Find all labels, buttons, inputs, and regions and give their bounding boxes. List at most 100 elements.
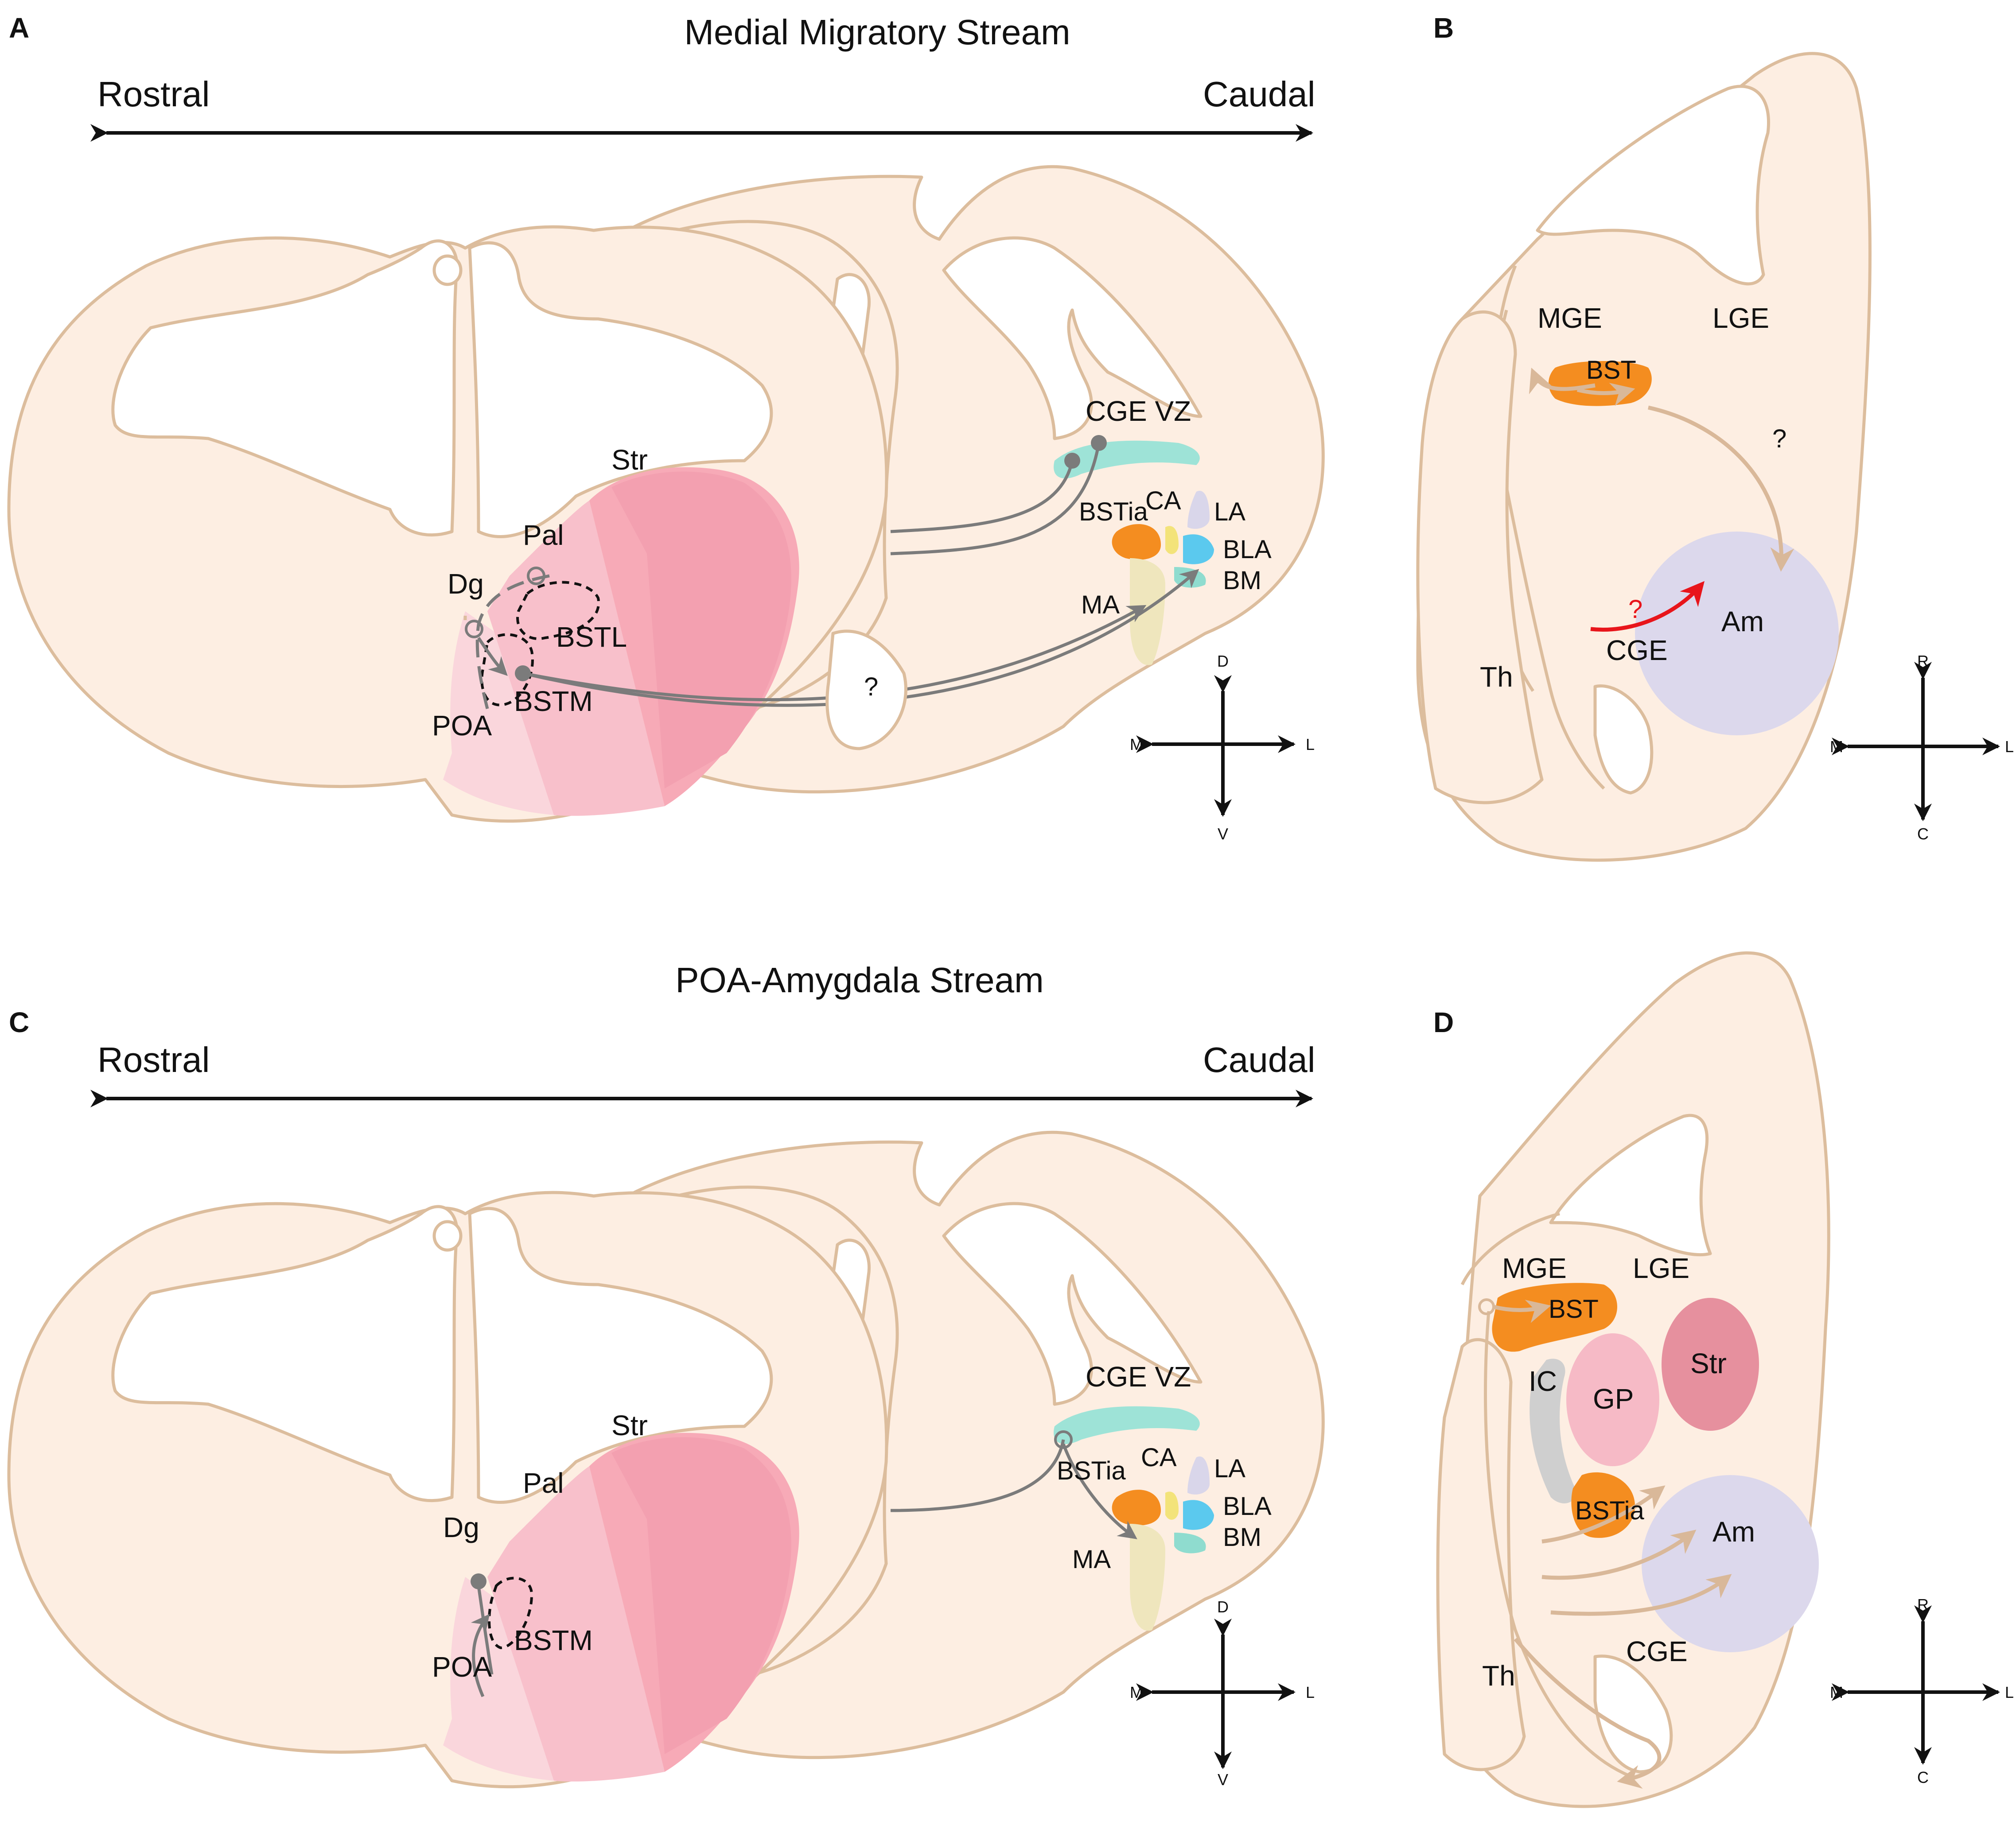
panel-a-label-str: Str: [611, 444, 648, 476]
panel-b-compass-m: M: [1830, 738, 1843, 756]
panel-a-cge-origin-1: [1064, 453, 1080, 469]
panel-c-left-ventricle: [111, 1205, 459, 1503]
panel-c-bstia: [1112, 1490, 1161, 1526]
panel-c-compass-m: M: [1130, 1683, 1143, 1701]
panel-a-compass-d: D: [1217, 652, 1229, 670]
panel-c-pal-region: [487, 1466, 665, 1782]
panel-b-compass-l: L: [2005, 738, 2014, 756]
panel-a-bla: [1183, 534, 1214, 564]
panel-a-pal-region: [487, 501, 665, 816]
panel-a-cge-path-1: [890, 460, 1074, 533]
panel-a-pal-origin: [527, 567, 545, 585]
panel-a-label-dg: Dg: [448, 568, 484, 600]
panel-d-label-lge: LGE: [1633, 1252, 1689, 1284]
panel-b-cge-to-am-red-arrow: [1590, 581, 1705, 632]
panel-d-label-str: Str: [1690, 1347, 1727, 1379]
panel-c-label-poa: POA: [432, 1651, 492, 1683]
panel-d-label-ic: IC: [1529, 1365, 1557, 1397]
panel-a-midline-hole: [432, 254, 463, 286]
panel-b-label-cge: CGE: [1606, 634, 1668, 666]
panel-a-striatum-core: [611, 471, 791, 788]
panel-a-label-bstia: BSTia: [1079, 497, 1148, 526]
panel-a-bstia: [1112, 524, 1161, 560]
panel-a-question-mark: ?: [864, 672, 878, 701]
panel-a-label-poa: POA: [432, 710, 492, 742]
panel-a-compass: D V M L: [1130, 652, 1315, 843]
panel-d-compass-r: R: [1917, 1596, 1929, 1614]
panel-c-dg-origin: [471, 1573, 486, 1589]
panel-d-hemisphere-divider: [1460, 1212, 1560, 1285]
panel-c-right-ventricle: [468, 1207, 773, 1504]
panel-d-label-mge: MGE: [1502, 1252, 1567, 1284]
panel-a-dg-to-bstm-arrow: [477, 637, 508, 676]
panel-d-bstia: [1571, 1472, 1635, 1538]
panel-d-label-gp: GP: [1593, 1383, 1634, 1415]
panel-a-cge-vz: [1054, 440, 1200, 478]
panel-b-compass: R C M L: [1830, 652, 2014, 843]
panel-c-rostral-label: Rostral: [97, 1040, 210, 1079]
panel-c-ma: [1130, 1524, 1165, 1631]
panel-c-midline-hole: [432, 1220, 463, 1252]
panel-d-label-th: Th: [1482, 1660, 1515, 1692]
panel-b-label-mge: MGE: [1537, 302, 1602, 334]
panel-a-label-bstl: BSTL: [556, 621, 627, 653]
panel-c-la: [1187, 1456, 1210, 1495]
panel-c-label-ca: CA: [1141, 1443, 1177, 1472]
panel-letter-d: D: [1433, 1006, 1454, 1038]
panel-b-bst-arrow-left: [1529, 367, 1596, 395]
panel-c-brain-diagram: Str Pal Dg BSTM POA CGE VZ BSTia CA LA B…: [7, 1130, 1325, 1789]
panel-c-caudal-label: Caudal: [1203, 1040, 1315, 1079]
panel-a-label-ma: MA: [1081, 590, 1120, 619]
panel-c-striatum-core: [611, 1437, 791, 1754]
panel-c-label-bm: BM: [1223, 1523, 1261, 1552]
panel-a-label-bm: BM: [1223, 566, 1261, 595]
panel-c-compass: D V M L: [1130, 1598, 1315, 1789]
panel-a-ma: [1130, 558, 1165, 665]
panel-c-compass-v: V: [1218, 1771, 1228, 1789]
panel-a-la: [1187, 491, 1210, 529]
panel-c-bm: [1174, 1533, 1206, 1553]
panel-a-compass-m: M: [1130, 735, 1143, 753]
panel-d-compass-c: C: [1917, 1768, 1929, 1786]
panel-d-label-bstia: BSTia: [1575, 1496, 1645, 1525]
panel-b-label-am: Am: [1721, 606, 1764, 637]
panel-c-label-la: LA: [1214, 1454, 1245, 1483]
panel-d-globus-pallidus: [1566, 1333, 1659, 1466]
panel-letter-a: A: [9, 12, 29, 44]
panel-a-label-la: LA: [1214, 497, 1245, 526]
panel-a-poa-region: [443, 611, 554, 815]
panel-a-lower-ventricle: [825, 629, 907, 750]
panel-c-title: POA-Amygdala Stream: [675, 960, 1043, 1000]
panel-c-label-pal: Pal: [523, 1467, 564, 1499]
panel-b-lower-ventricle: [1593, 684, 1654, 795]
panel-c-cge-path: [890, 1439, 1065, 1512]
panel-d-label-bst: BST: [1549, 1295, 1599, 1324]
panel-b-bst-to-am-arrow: [1648, 405, 1794, 572]
panel-c-dg-descending-path: [477, 1585, 494, 1675]
panel-d-upper-ventricle: [1549, 1114, 1712, 1257]
panel-c-label-bla: BLA: [1223, 1492, 1272, 1521]
panel-b-bst-arrow-right: [1576, 383, 1635, 406]
panel-c-compass-d: D: [1217, 1598, 1229, 1616]
panel-a-label-cge-vz: CGE VZ: [1086, 395, 1191, 427]
panel-a: A Medial Migratory Stream Rostral Caudal: [7, 12, 1325, 843]
panel-d-to-am-arrow-1: [1541, 1530, 1697, 1580]
panel-c-label-bstia: BSTia: [1057, 1456, 1126, 1485]
panel-a-ca: [1165, 526, 1179, 554]
panel-d-bst: [1492, 1283, 1617, 1352]
panel-d-compass: R C M L: [1830, 1596, 2014, 1786]
panel-d-internal-capsule: [1530, 1359, 1577, 1503]
panel-d-compass-l: L: [2005, 1683, 2014, 1701]
panel-b-label-th: Th: [1480, 661, 1513, 693]
panel-a-compass-v: V: [1218, 825, 1228, 843]
panel-a-label-pal: Pal: [523, 519, 564, 551]
panel-b-compass-r: R: [1917, 652, 1929, 670]
panel-a-rostral-label: Rostral: [97, 74, 210, 114]
panel-b-upper-ventricle: [1536, 85, 1770, 286]
panel-a-dg-path: [475, 574, 550, 709]
panel-c-cge-vz: [1054, 1406, 1200, 1444]
panel-a-bstm-to-ma-arrow: [522, 605, 1147, 702]
panel-d: D MGE LGE BST Str IC GP BSTia Am CGE Th …: [1433, 951, 2014, 1808]
panel-a-title: Medial Migratory Stream: [684, 12, 1070, 52]
